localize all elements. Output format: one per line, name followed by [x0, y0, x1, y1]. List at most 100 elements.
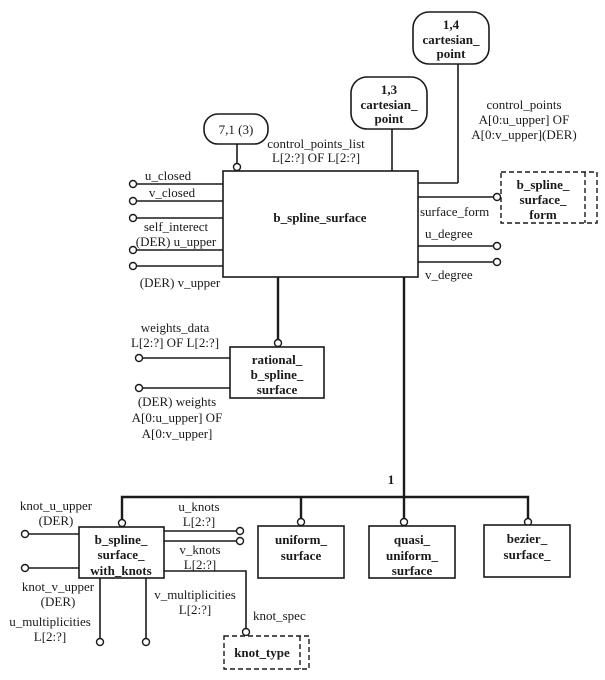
quasi-line2: uniform_: [386, 548, 439, 563]
u-closed-label: u_closed: [145, 168, 192, 183]
uniform-bubble-icon: [296, 517, 306, 527]
oneof-bus-line: [120, 495, 530, 520]
ref-7-1-label: 7,1 (3): [219, 122, 254, 137]
rational-line1: rational_: [252, 352, 303, 367]
knot-spec-bubble-icon: [241, 627, 251, 637]
attr-control-points-list-label: control_points_list L[2:?] OF L[2:?]: [267, 136, 365, 165]
entity-b-spline-surface-name: b_spline_surface: [273, 210, 366, 225]
page-ref-1-4-cartesian-point[interactable]: 1,4 cartesian_ point: [412, 11, 490, 65]
attr-knot-v-upper[interactable]: knot_v_upper (DER): [20, 563, 95, 610]
svg-text:L[2:?]: L[2:?]: [179, 602, 211, 617]
svg-text:knot_v_upper: knot_v_upper: [22, 579, 95, 594]
entity-rational-b-spline-surface[interactable]: rational_ b_spline_ surface: [229, 346, 325, 399]
v-knots-bubble-icon: [235, 536, 245, 546]
attr-v-multiplicities[interactable]: v_multiplicities L[2:?]: [141, 578, 236, 647]
surface-form-bubble-icon: [492, 192, 502, 202]
with-knots-line2: surface_: [98, 547, 145, 562]
v-closed-bubble-icon: [128, 196, 138, 206]
bezier-line1: bezier_: [507, 531, 548, 546]
svg-text:A[0:u_upper] OF: A[0:u_upper] OF: [479, 112, 570, 127]
svg-text:A[0:u_upper] OF: A[0:u_upper] OF: [132, 410, 223, 425]
weights-bubble-icon: [134, 383, 144, 393]
ref-1-4-line3: point: [437, 46, 467, 61]
svg-text:u_knots: u_knots: [178, 499, 219, 514]
entity-quasi-uniform-surface[interactable]: quasi_ uniform_ surface: [368, 525, 456, 579]
svg-text:knot_u_upper: knot_u_upper: [20, 498, 93, 513]
v-multiplicities-bubble-icon: [141, 637, 151, 647]
rational-subtype-bubble-icon: [273, 338, 283, 348]
surface-form-type-line2: surface_: [520, 192, 567, 207]
u-knots-bubble-icon: [235, 526, 245, 536]
attr-u-knots[interactable]: u_knots L[2:?]: [164, 499, 245, 536]
u-multiplicities-bubble-icon: [95, 637, 105, 647]
v-degree-bubble-icon: [492, 257, 502, 267]
attr-knot-spec[interactable]: knot_spec: [164, 570, 306, 637]
attr-u-degree[interactable]: u_degree: [418, 226, 502, 251]
svg-text:L[2:?]: L[2:?]: [184, 557, 216, 572]
attr-surface-form[interactable]: surface_form: [418, 192, 502, 220]
bezier-line2: surface_: [504, 547, 551, 562]
entity-bezier-surface[interactable]: bezier_ surface_: [483, 524, 571, 578]
v-degree-label: v_degree: [425, 267, 473, 282]
attr-v-degree[interactable]: v_degree: [418, 257, 502, 283]
attr-v-upper[interactable]: (DER) v_upper: [128, 261, 224, 291]
ref-7-1-bubble-icon: [232, 162, 242, 172]
knot-type-name: knot_type: [234, 645, 290, 660]
page-ref-7-1[interactable]: 7,1 (3): [203, 113, 269, 145]
ref-1-3-line3: point: [375, 111, 405, 126]
uniform-line1: uniform_: [275, 532, 328, 547]
svg-text:knot_spec: knot_spec: [253, 608, 306, 623]
svg-text:(DER): (DER): [39, 513, 74, 528]
svg-text:weights_data: weights_data: [141, 320, 210, 335]
attr-control-points-label: control_points A[0:u_upper] OF A[0:v_upp…: [471, 97, 576, 142]
attr-weights-data[interactable]: weights_data L[2:?] OF L[2:?]: [131, 320, 230, 363]
surface-form-type-line3: form: [529, 207, 557, 222]
attr-self-intersect[interactable]: self_interect: [128, 213, 224, 235]
svg-text:(DER): (DER): [41, 594, 76, 609]
self-intersect-label: self_interect: [144, 219, 209, 234]
attr-u-multiplicities[interactable]: u_multiplicities L[2:?]: [9, 578, 105, 647]
attr-u-upper[interactable]: (DER) u_upper: [128, 234, 224, 255]
attr-v-closed[interactable]: v_closed: [128, 185, 224, 206]
svg-text:L[2:?] OF L[2:?]: L[2:?] OF L[2:?]: [272, 150, 360, 165]
svg-text:L[2:?]: L[2:?]: [183, 514, 215, 529]
page-ref-1-3-cartesian-point[interactable]: 1,3 cartesian_ point: [350, 76, 428, 130]
attr-v-knots[interactable]: v_knots L[2:?]: [164, 536, 245, 573]
entity-b-spline-surface-with-knots[interactable]: b_spline_ surface_ with_knots: [78, 526, 165, 579]
v-upper-label: (DER) v_upper: [140, 275, 221, 290]
rational-line2: b_spline_: [251, 367, 304, 382]
u-degree-label: u_degree: [425, 226, 473, 241]
oneof-constraint-label: 1: [388, 472, 395, 487]
quasi-uniform-bubble-icon: [399, 517, 409, 527]
svg-text:v_multiplicities: v_multiplicities: [154, 587, 236, 602]
svg-text:control_points: control_points: [486, 97, 561, 112]
with-knots-line3: with_knots: [90, 563, 151, 578]
svg-text:v_knots: v_knots: [179, 542, 220, 557]
svg-text:A[0:v_upper](DER): A[0:v_upper](DER): [471, 127, 576, 142]
rational-line3: surface: [257, 382, 298, 397]
quasi-line3: surface: [392, 563, 433, 578]
quasi-line1: quasi_: [394, 532, 431, 547]
ref-1-3-line1: 1,3: [381, 82, 398, 97]
v-closed-label: v_closed: [149, 185, 196, 200]
type-knot-type[interactable]: knot_type: [223, 635, 310, 670]
svg-text:L[2:?]: L[2:?]: [34, 629, 66, 644]
weights-data-bubble-icon: [134, 353, 144, 363]
u-degree-bubble-icon: [492, 241, 502, 251]
attr-u-closed[interactable]: u_closed: [128, 168, 224, 189]
attr-knot-u-upper[interactable]: knot_u_upper (DER): [20, 498, 93, 539]
u-upper-bubble-icon: [128, 245, 138, 255]
with-knots-bubble-icon: [117, 518, 127, 528]
ref-1-4-line1: 1,4: [443, 17, 460, 32]
entity-uniform-surface[interactable]: uniform_ surface: [257, 525, 345, 579]
surface-form-type-line1: b_spline_: [517, 177, 570, 192]
with-knots-line1: b_spline_: [95, 532, 148, 547]
type-b-spline-surface-form[interactable]: b_spline_ surface_ form: [500, 171, 598, 224]
surface-form-label: surface_form: [420, 204, 489, 219]
uniform-line2: surface: [281, 548, 322, 563]
svg-text:u_multiplicities: u_multiplicities: [9, 614, 91, 629]
self-intersect-bubble-icon: [128, 213, 138, 223]
svg-text:A[0:v_upper]: A[0:v_upper]: [142, 426, 213, 441]
entity-b-spline-surface[interactable]: b_spline_surface: [222, 170, 419, 278]
attr-weights[interactable]: (DER) weights A[0:u_upper] OF A[0:v_uppe…: [132, 383, 230, 442]
